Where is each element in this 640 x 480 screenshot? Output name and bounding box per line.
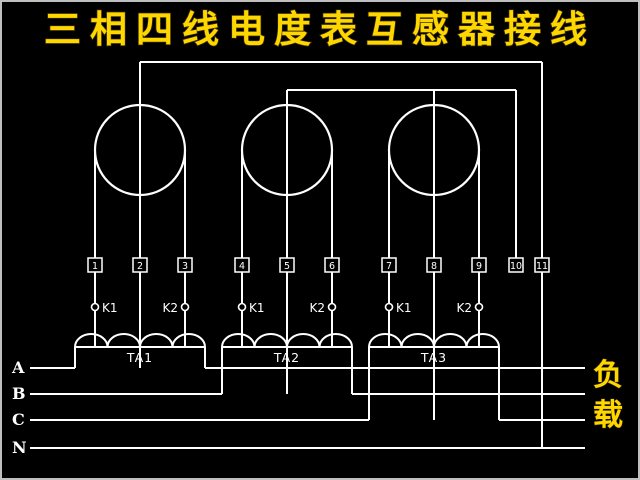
phase-b-label: B [12, 384, 26, 403]
terminal-box-rect [132, 257, 148, 273]
terminal-box-rect [381, 257, 397, 273]
diagram-title: 三相四线电度表互感器接线 [44, 8, 596, 51]
ct1-k1-terminal-dot [90, 302, 100, 312]
ct2-winding [221, 333, 353, 348]
terminal-box: 9 [471, 257, 487, 273]
ct3-k2-terminal-dot [474, 302, 484, 312]
meter-coil-circle-2 [240, 103, 334, 197]
terminal-number: 3 [182, 261, 188, 272]
terminal-number: 7 [386, 261, 392, 272]
ct1-k2-terminal-dot [180, 302, 190, 312]
load-label-char-2: 载 [593, 398, 623, 433]
ct3-name-label: TA3 [420, 350, 447, 365]
terminal-box: 11 [534, 257, 550, 273]
terminal-box-rect [279, 257, 295, 273]
terminal-box: 1 [87, 257, 103, 273]
phase-n-label: N [12, 438, 27, 457]
terminal-number: 4 [239, 261, 245, 272]
meter-coil-circle-1 [93, 103, 187, 197]
ct2-k1-label: K1 [249, 301, 265, 315]
terminal-box-rect [508, 257, 524, 273]
ct3-k2-label: K2 [456, 301, 472, 315]
load-label: 负 载 [593, 358, 624, 434]
terminal-number: 5 [284, 261, 290, 272]
ct3-k1-terminal-dot [384, 302, 394, 312]
terminal-number: 9 [476, 261, 482, 272]
terminal-box-rect [177, 257, 193, 273]
terminal-strip: 1 2 3 4 5 6 7 8 [87, 257, 550, 273]
terminal-box: 7 [381, 257, 397, 273]
terminal-number: 6 [329, 261, 335, 272]
load-label-char-1: 负 [593, 358, 623, 393]
ct1-k2-label: K2 [162, 301, 178, 315]
terminal-number: 10 [510, 261, 522, 272]
terminal-box-rect [87, 257, 103, 273]
ct2-k2-label: K2 [309, 301, 325, 315]
terminal-box-rect [234, 257, 250, 273]
ct1-k1-label: K1 [102, 301, 118, 315]
terminal-number: 11 [536, 261, 548, 272]
terminal-box: 3 [177, 257, 193, 273]
ct3-winding [368, 333, 500, 348]
ct3-k1-label: K1 [396, 301, 412, 315]
meter-coil-circle-3 [387, 103, 481, 197]
terminal-box: 6 [324, 257, 340, 273]
ct1-name-label: TA1 [126, 350, 153, 365]
phase-a-label: A [11, 358, 25, 377]
terminal-box-rect [471, 257, 487, 273]
terminal-box: 5 [279, 257, 295, 273]
terminal-box-rect [426, 257, 442, 273]
terminal-box: 2 [132, 257, 148, 273]
ct2-name-label: TA2 [273, 350, 300, 365]
terminal-number: 1 [92, 261, 98, 272]
terminal-box: 4 [234, 257, 250, 273]
terminal-box-rect [324, 257, 340, 273]
terminal-box: 8 [426, 257, 442, 273]
terminal-box-rect [534, 257, 550, 273]
terminal-number: 2 [137, 261, 143, 272]
ct2-k2-terminal-dot [327, 302, 337, 312]
terminal-box: 10 [508, 257, 524, 273]
phase-c-label: C [12, 410, 25, 429]
terminal-number: 8 [431, 261, 437, 272]
ct1-winding [74, 333, 206, 348]
ct2-k1-terminal-dot [237, 302, 247, 312]
